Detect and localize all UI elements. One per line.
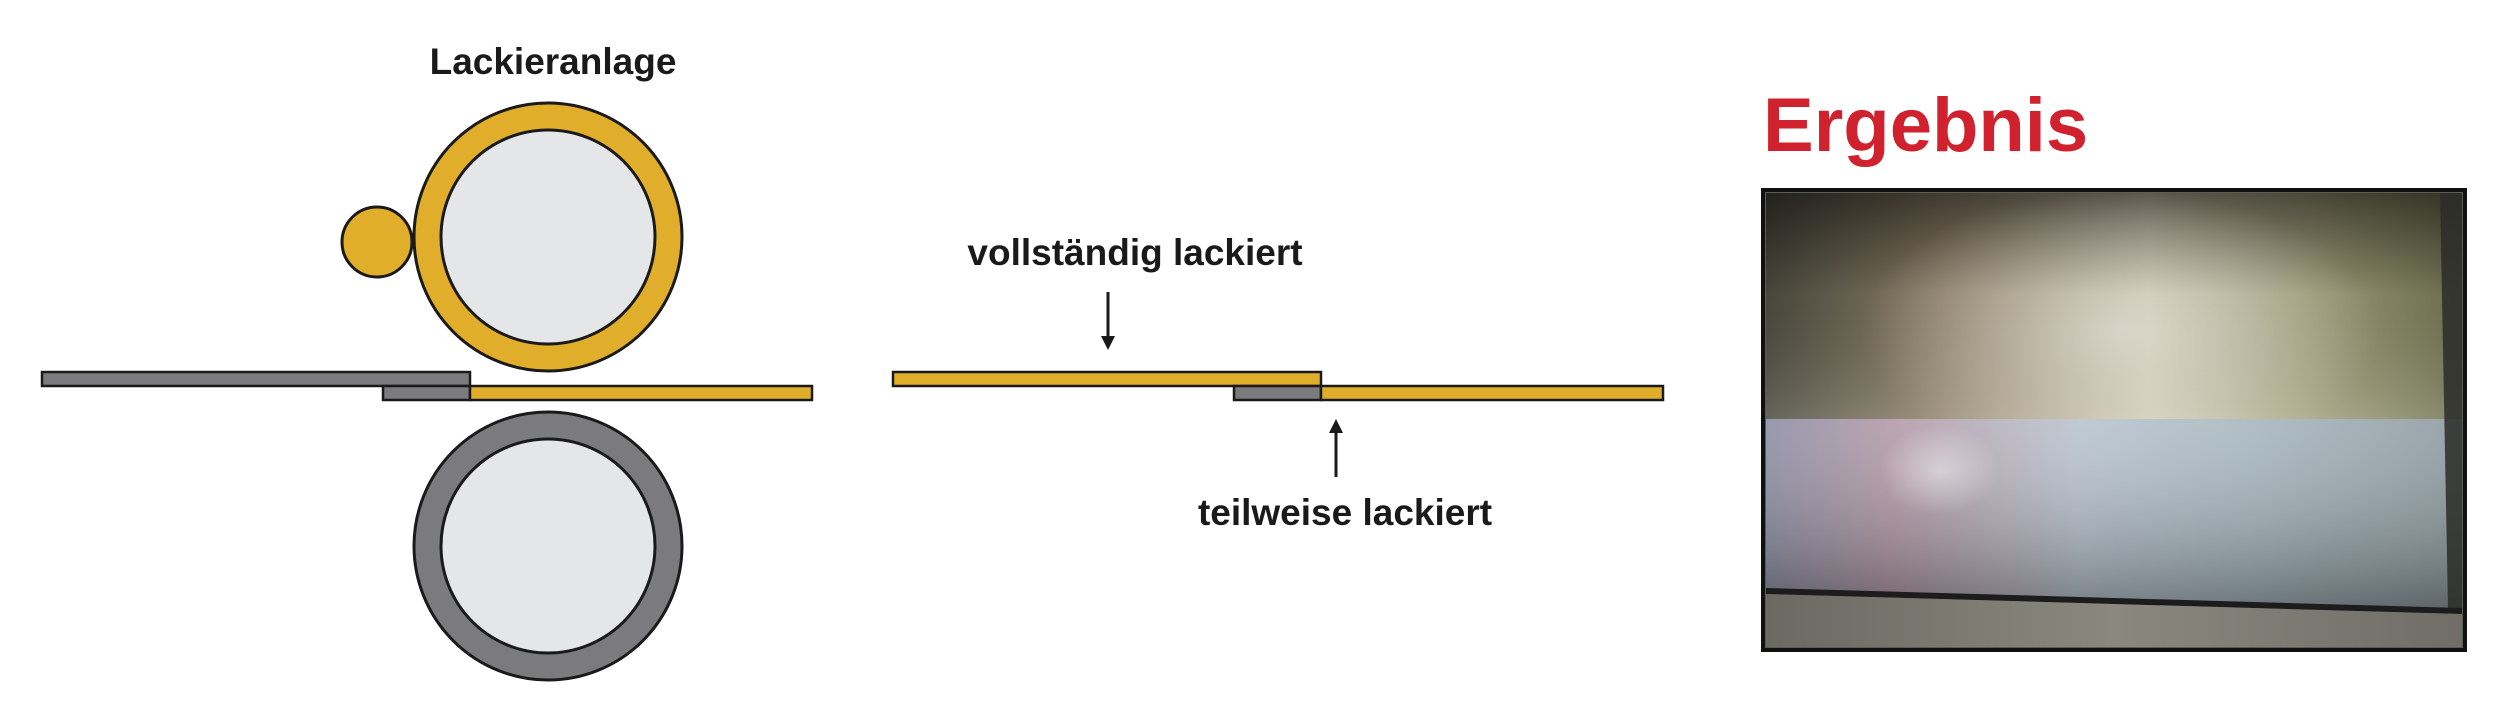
lower-sheet-coated [468, 384, 814, 402]
lower-sheet-uncoated-part [1232, 384, 1323, 402]
lower-sheet-uncoated [381, 384, 472, 402]
lower-drum-core [439, 437, 657, 655]
upper-drum-core [439, 128, 657, 346]
machine-sheets [40, 370, 814, 402]
arrow-down [1101, 292, 1115, 350]
lower-support-drum [412, 410, 684, 682]
lower-sheet-coated-part [1319, 384, 1665, 402]
arrow-up [1329, 419, 1343, 477]
upper-sheet-uncoated [40, 370, 472, 388]
result-photo [1761, 188, 2467, 652]
photo-floor [1766, 594, 2462, 647]
upper-sheet-full-coated [891, 370, 1323, 388]
result-sheets [891, 370, 1665, 402]
result-heading: Ergebnis [1763, 83, 2088, 168]
label-fully-coated: vollständig lackiert [967, 232, 1302, 273]
photo-frame [1761, 188, 2467, 652]
label-partially-coated: teilweise lackiert [1198, 492, 1492, 533]
applicator-roller [340, 205, 414, 279]
upper-coating-drum [412, 101, 684, 373]
machine-title: Lackieranlage [430, 41, 677, 82]
